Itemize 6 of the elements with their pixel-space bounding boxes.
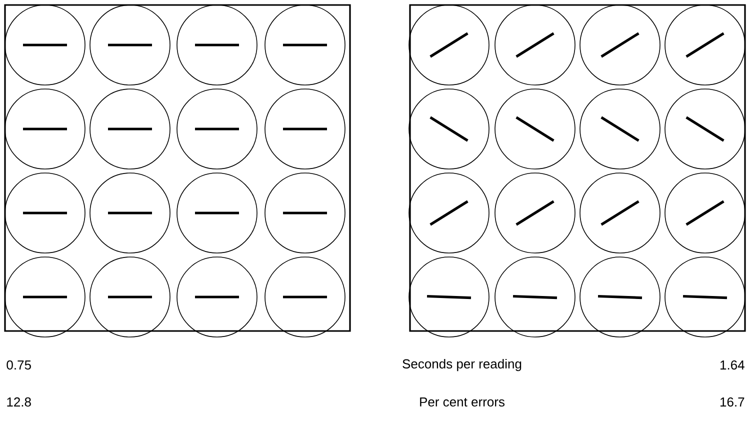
- value-label: 1.64: [720, 360, 744, 370]
- value-label: 12.8: [7, 397, 31, 407]
- value-label: 16.7: [720, 397, 744, 407]
- row-label: Per cent errors: [420, 397, 505, 407]
- value-label: 0.75: [6, 360, 31, 370]
- row-label: Seconds per reading: [402, 358, 522, 372]
